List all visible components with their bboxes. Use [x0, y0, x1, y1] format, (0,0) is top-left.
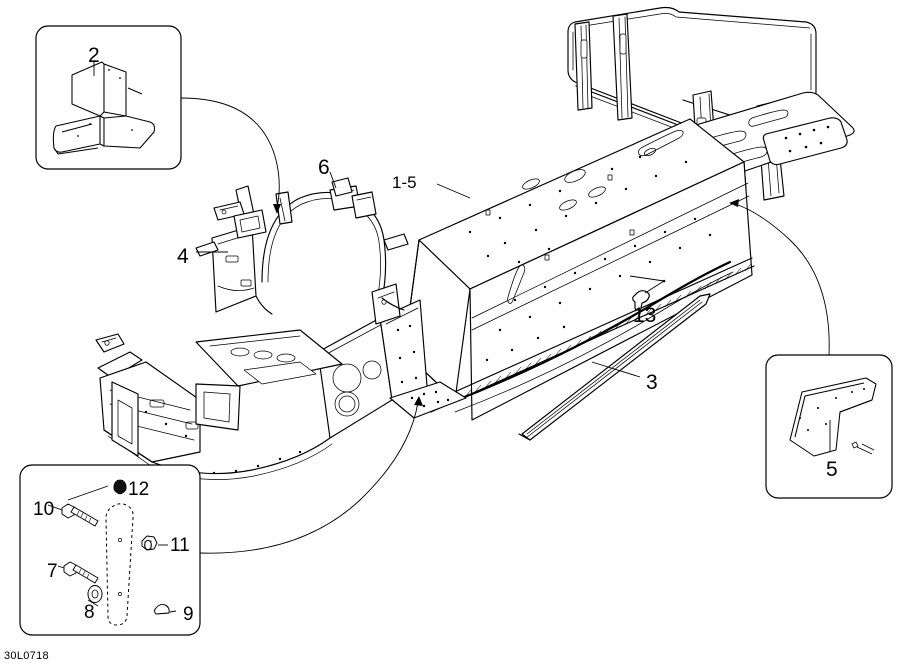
main-tunnel-deck	[403, 118, 755, 421]
callout-label-4: 4	[177, 245, 189, 268]
callout-leaders	[196, 171, 641, 378]
callout-label-12: 12	[128, 479, 150, 500]
callout-label-13: 13	[633, 304, 657, 327]
strap-dashed	[105, 503, 134, 626]
part-12-plug	[67, 479, 127, 501]
callout-label-8: 8	[84, 602, 95, 623]
callout-label-11: 11	[170, 535, 190, 556]
diagram-code: 30L0718	[4, 650, 49, 662]
part-13-plug	[629, 275, 666, 311]
callout-label-5: 5	[826, 458, 838, 481]
part-3-rail	[518, 293, 711, 441]
callout-label-10: 10	[33, 499, 55, 520]
inset-connectors	[180, 97, 830, 554]
callout-label-3: 3	[646, 371, 658, 394]
part-7-bolt	[57, 561, 99, 584]
callout-label-2: 2	[88, 44, 100, 67]
callout-label-1-5: 1-5	[392, 173, 417, 192]
front-hoop-structure	[195, 177, 409, 325]
part-9-capnut	[154, 603, 177, 615]
part-8-washer	[87, 585, 103, 607]
front-frame-bulkhead	[95, 299, 467, 480]
part-11-flangenut	[141, 535, 168, 551]
callout-label-6: 6	[318, 156, 330, 179]
callout-label-9: 9	[183, 604, 194, 625]
callout-label-7: 7	[47, 561, 58, 582]
part-10-bolt	[47, 503, 99, 527]
